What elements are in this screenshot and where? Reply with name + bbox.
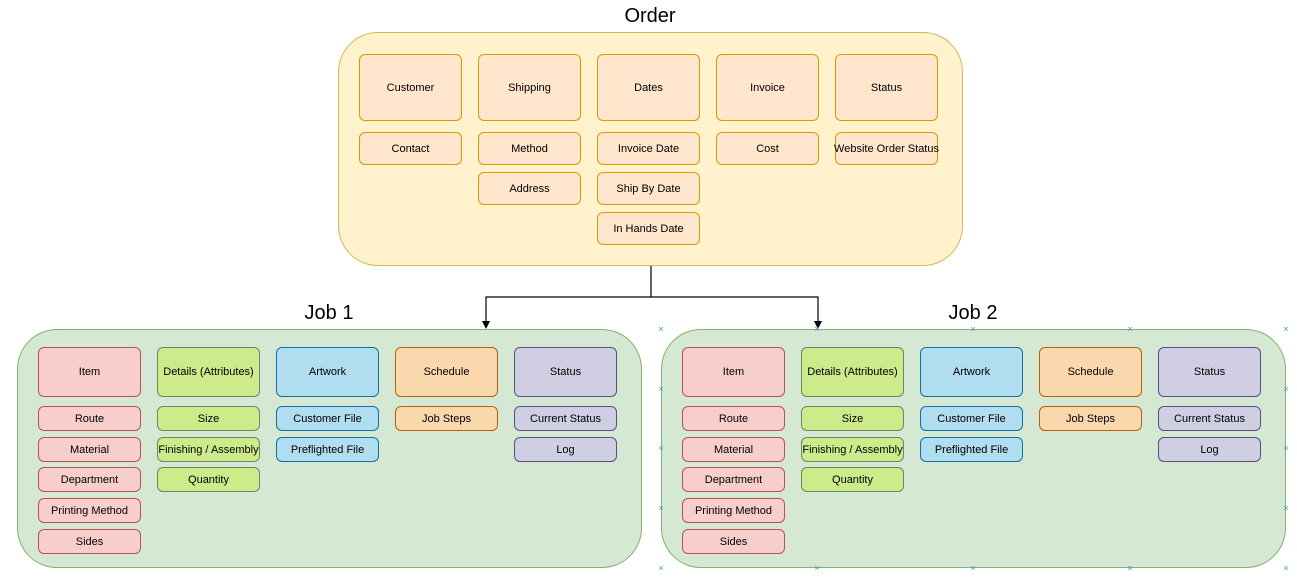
- edge-order-to-job-2: [651, 296, 822, 329]
- job-2-details-size[interactable]: Size: [801, 406, 904, 431]
- job-1-item-department[interactable]: Department: [38, 467, 141, 492]
- job-2-title: Job 2: [948, 302, 998, 324]
- order-status-website-order-status[interactable]: Website Order Status: [834, 132, 939, 165]
- job-1-schedule-job-steps[interactable]: Job Steps: [395, 406, 498, 431]
- job-2-status-current-status[interactable]: Current Status: [1158, 406, 1261, 431]
- job-2-artwork-preflighted-file[interactable]: Preflighted File: [920, 437, 1023, 462]
- order-invoice-cost[interactable]: Cost: [716, 132, 819, 165]
- job-2-item-route[interactable]: Route: [682, 406, 785, 431]
- job-2-artwork-header[interactable]: Artwork: [920, 347, 1023, 397]
- job-1-status-log[interactable]: Log: [514, 437, 617, 462]
- selection-handle[interactable]: ×: [1127, 563, 1133, 573]
- job-2-status-log[interactable]: Log: [1158, 437, 1261, 462]
- job-1-title: Job 1: [304, 302, 354, 324]
- selection-handle[interactable]: ×: [1283, 324, 1289, 334]
- job-2-details-finishing-assembly[interactable]: Finishing / Assembly: [801, 437, 904, 462]
- selection-handle[interactable]: ×: [658, 503, 664, 513]
- selection-handle[interactable]: ×: [1127, 324, 1133, 334]
- job-1-details-finishing-assembly[interactable]: Finishing / Assembly: [157, 437, 260, 462]
- job-2-item-sides[interactable]: Sides: [682, 529, 785, 554]
- order-shipping-header[interactable]: Shipping: [478, 54, 581, 121]
- order-invoice-header[interactable]: Invoice: [716, 54, 819, 121]
- selection-handle[interactable]: ×: [658, 324, 664, 334]
- job-1-status-header[interactable]: Status: [514, 347, 617, 397]
- job-1-artwork-preflighted-file[interactable]: Preflighted File: [276, 437, 379, 462]
- job-1-item-header[interactable]: Item: [38, 347, 141, 397]
- order-customer-contact[interactable]: Contact: [359, 132, 462, 165]
- job-2-schedule-header[interactable]: Schedule: [1039, 347, 1142, 397]
- job-1-artwork-header[interactable]: Artwork: [276, 347, 379, 397]
- selection-handle[interactable]: ×: [814, 324, 820, 334]
- selection-handle[interactable]: ×: [1283, 384, 1289, 394]
- job-1-details-size[interactable]: Size: [157, 406, 260, 431]
- selection-handle[interactable]: ×: [970, 324, 976, 334]
- job-2-details-header[interactable]: Details (Attributes): [801, 347, 904, 397]
- selection-handle[interactable]: ×: [970, 563, 976, 573]
- job-2-item-header[interactable]: Item: [682, 347, 785, 397]
- job-2-item-material[interactable]: Material: [682, 437, 785, 462]
- job-2-artwork-customer-file[interactable]: Customer File: [920, 406, 1023, 431]
- selection-handle[interactable]: ×: [814, 563, 820, 573]
- job-2-status-header[interactable]: Status: [1158, 347, 1261, 397]
- job-1-item-route[interactable]: Route: [38, 406, 141, 431]
- order-dates-ship-by-date[interactable]: Ship By Date: [597, 172, 700, 205]
- order-shipping-method[interactable]: Method: [478, 132, 581, 165]
- job-1-status-current-status[interactable]: Current Status: [514, 406, 617, 431]
- job-1-item-sides[interactable]: Sides: [38, 529, 141, 554]
- selection-handle[interactable]: ×: [1283, 563, 1289, 573]
- order-customer-header[interactable]: Customer: [359, 54, 462, 121]
- job-2-details-quantity[interactable]: Quantity: [801, 467, 904, 492]
- job-1-artwork-customer-file[interactable]: Customer File: [276, 406, 379, 431]
- job-1-item-printing-method[interactable]: Printing Method: [38, 498, 141, 523]
- job-1-item-material[interactable]: Material: [38, 437, 141, 462]
- selection-handle[interactable]: ×: [658, 443, 664, 453]
- edge-order-to-job-1: [482, 266, 652, 329]
- order-status-header[interactable]: Status: [835, 54, 938, 121]
- selection-handle[interactable]: ×: [658, 563, 664, 573]
- order-title: Order: [624, 5, 676, 27]
- order-dates-header[interactable]: Dates: [597, 54, 700, 121]
- order-dates-invoice-date[interactable]: Invoice Date: [597, 132, 700, 165]
- job-1-schedule-header[interactable]: Schedule: [395, 347, 498, 397]
- job-1-details-header[interactable]: Details (Attributes): [157, 347, 260, 397]
- selection-handle[interactable]: ×: [1283, 443, 1289, 453]
- job-2-item-department[interactable]: Department: [682, 467, 785, 492]
- job-1-details-quantity[interactable]: Quantity: [157, 467, 260, 492]
- selection-handle[interactable]: ×: [658, 384, 664, 394]
- selection-handle[interactable]: ×: [1283, 503, 1289, 513]
- job-2-item-printing-method[interactable]: Printing Method: [682, 498, 785, 523]
- order-shipping-address[interactable]: Address: [478, 172, 581, 205]
- job-2-schedule-job-steps[interactable]: Job Steps: [1039, 406, 1142, 431]
- order-dates-in-hands-date[interactable]: In Hands Date: [597, 212, 700, 245]
